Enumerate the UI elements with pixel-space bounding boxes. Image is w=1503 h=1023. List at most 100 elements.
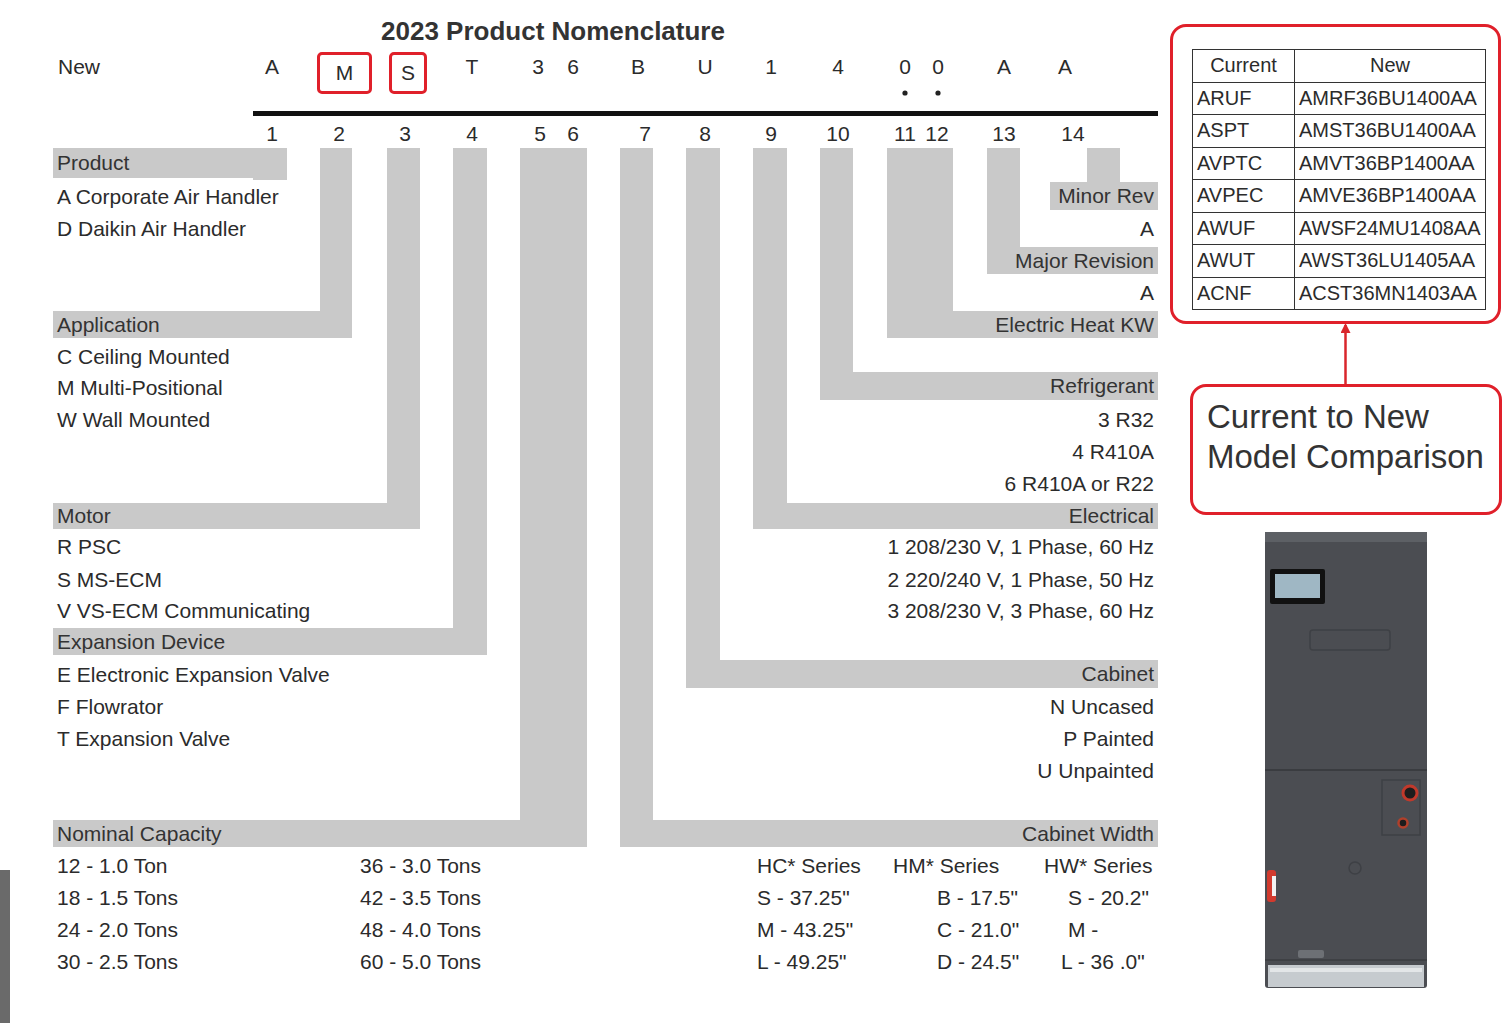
- position-number: 14: [1061, 122, 1084, 146]
- diagram-title: 2023 Product Nomenclature: [381, 17, 725, 47]
- option-text: A: [1140, 281, 1154, 305]
- option-text: C Ceiling Mounted: [57, 345, 230, 369]
- option-text: L - 36 .0": [1061, 950, 1145, 974]
- field-header: Major Revision: [987, 247, 1158, 274]
- dot: [902, 90, 907, 95]
- option-text: 4 R410A: [1072, 440, 1154, 464]
- field-header: Motor: [53, 503, 420, 529]
- table-cell: AWUT: [1192, 244, 1295, 278]
- code-highlight: M: [317, 52, 372, 94]
- option-text: D Daikin Air Handler: [57, 217, 246, 241]
- field-header-text: Major Revision: [1015, 249, 1154, 273]
- row-label: New: [58, 55, 100, 79]
- option-text: M -: [1068, 918, 1098, 942]
- position-number: 2: [333, 122, 345, 146]
- option-text: 2 220/240 V, 1 Phase, 50 Hz: [887, 568, 1154, 592]
- field-header-text: Product: [57, 151, 129, 175]
- option-text: U Unpainted: [1037, 759, 1154, 783]
- code-letter: A: [997, 55, 1011, 79]
- field-header-text: Nominal Capacity: [57, 822, 222, 846]
- field-header: Refrigerant: [820, 372, 1158, 400]
- table-header-cell: New: [1294, 49, 1486, 83]
- position-number: 3: [399, 122, 411, 146]
- table-cell: AVPEC: [1192, 179, 1295, 213]
- option-text: L - 49.25": [757, 950, 847, 974]
- field-header-text: Electrical: [1069, 504, 1154, 528]
- option-text: S MS-ECM: [57, 568, 162, 592]
- table-cell: AMST36BU1400AA: [1294, 114, 1486, 148]
- field-header: Application: [53, 311, 352, 338]
- option-text: 12 - 1.0 Ton: [57, 854, 168, 878]
- code-highlight: S: [389, 52, 427, 94]
- table-header-cell: Current: [1192, 49, 1295, 83]
- code-letter: 6: [567, 55, 579, 79]
- option-text: B - 17.5": [937, 886, 1018, 910]
- dot: [935, 90, 940, 95]
- option-text: R PSC: [57, 535, 121, 559]
- code-letter: M: [336, 61, 354, 85]
- position-number: 4: [466, 122, 478, 146]
- table-cell: AMVE36BP1400AA: [1294, 179, 1486, 213]
- option-text: A Corporate Air Handler: [57, 185, 279, 209]
- option-text: M Multi-Positional: [57, 376, 223, 400]
- table-cell: ACST36MN1403AA: [1294, 277, 1486, 311]
- callout-text: Current to New Model Comparison: [1207, 397, 1485, 476]
- code-letter: T: [466, 55, 479, 79]
- option-text: 60 - 5.0 Tons: [360, 950, 481, 974]
- field-header: Nominal Capacity: [53, 820, 587, 847]
- option-text: 3 208/230 V, 3 Phase, 60 Hz: [887, 599, 1154, 623]
- option-text: W Wall Mounted: [57, 408, 210, 432]
- option-text: 18 - 1.5 Tons: [57, 886, 178, 910]
- position-number: 10: [826, 122, 849, 146]
- option-text: P Painted: [1063, 727, 1154, 751]
- position-number: 11: [894, 122, 916, 146]
- option-text: D - 24.5": [937, 950, 1019, 974]
- option-text: N Uncased: [1050, 695, 1154, 719]
- option-text: S - 37.25": [757, 886, 850, 910]
- position-number: 5: [534, 122, 546, 146]
- option-text: V VS-ECM Communicating: [57, 599, 310, 623]
- code-letter: 4: [832, 55, 844, 79]
- code-letter: S: [401, 61, 415, 85]
- field-header: Electrical: [753, 503, 1158, 529]
- field-header-text: Refrigerant: [1050, 374, 1154, 398]
- code-letter: A: [1058, 55, 1072, 79]
- option-text: HC* Series: [757, 854, 861, 878]
- position-number: 13: [992, 122, 1015, 146]
- option-text: C - 21.0": [937, 918, 1019, 942]
- field-header: Electric Heat KW: [887, 311, 1158, 338]
- option-text: 48 - 4.0 Tons: [360, 918, 481, 942]
- option-text: HW* Series: [1044, 854, 1153, 878]
- field-header-text: Application: [57, 313, 160, 337]
- option-text: 30 - 2.5 Tons: [57, 950, 178, 974]
- position-number: 12: [925, 122, 948, 146]
- table-cell: AWST36LU1405AA: [1294, 244, 1486, 278]
- code-letter: 0: [899, 55, 911, 79]
- table-cell: AWUF: [1192, 212, 1295, 246]
- code-letter: 0: [932, 55, 944, 79]
- option-text: 6 R410A or R22: [1005, 472, 1154, 496]
- field-header-text: Cabinet Width: [1022, 822, 1154, 846]
- callout-arrow: [1344, 325, 1347, 384]
- edge-strip: [0, 870, 10, 1023]
- field-header-text: Expansion Device: [57, 630, 225, 654]
- option-text: E Electronic Expansion Valve: [57, 663, 330, 687]
- code-letter: 3: [532, 55, 544, 79]
- option-text: A: [1140, 217, 1154, 241]
- option-text: M - 43.25": [757, 918, 853, 942]
- table-cell: AVPTC: [1192, 147, 1295, 181]
- option-text: HM* Series: [893, 854, 999, 878]
- field-header: Cabinet Width: [620, 820, 1158, 847]
- callout-box: Current to New Model Comparison: [1190, 384, 1502, 515]
- option-text: S - 20.2": [1068, 886, 1149, 910]
- field-header: Product: [53, 148, 287, 178]
- option-text: T Expansion Valve: [57, 727, 230, 751]
- option-text: 3 R32: [1098, 408, 1154, 432]
- position-number: 8: [699, 122, 711, 146]
- field-header-text: Cabinet: [1082, 662, 1154, 686]
- option-text: 42 - 3.5 Tons: [360, 886, 481, 910]
- field-header-text: Motor: [57, 504, 111, 528]
- field-header-text: Electric Heat KW: [995, 313, 1154, 337]
- comparison-table: CurrentNewARUFAMRF36BU1400AAASPTAMST36BU…: [1170, 24, 1501, 324]
